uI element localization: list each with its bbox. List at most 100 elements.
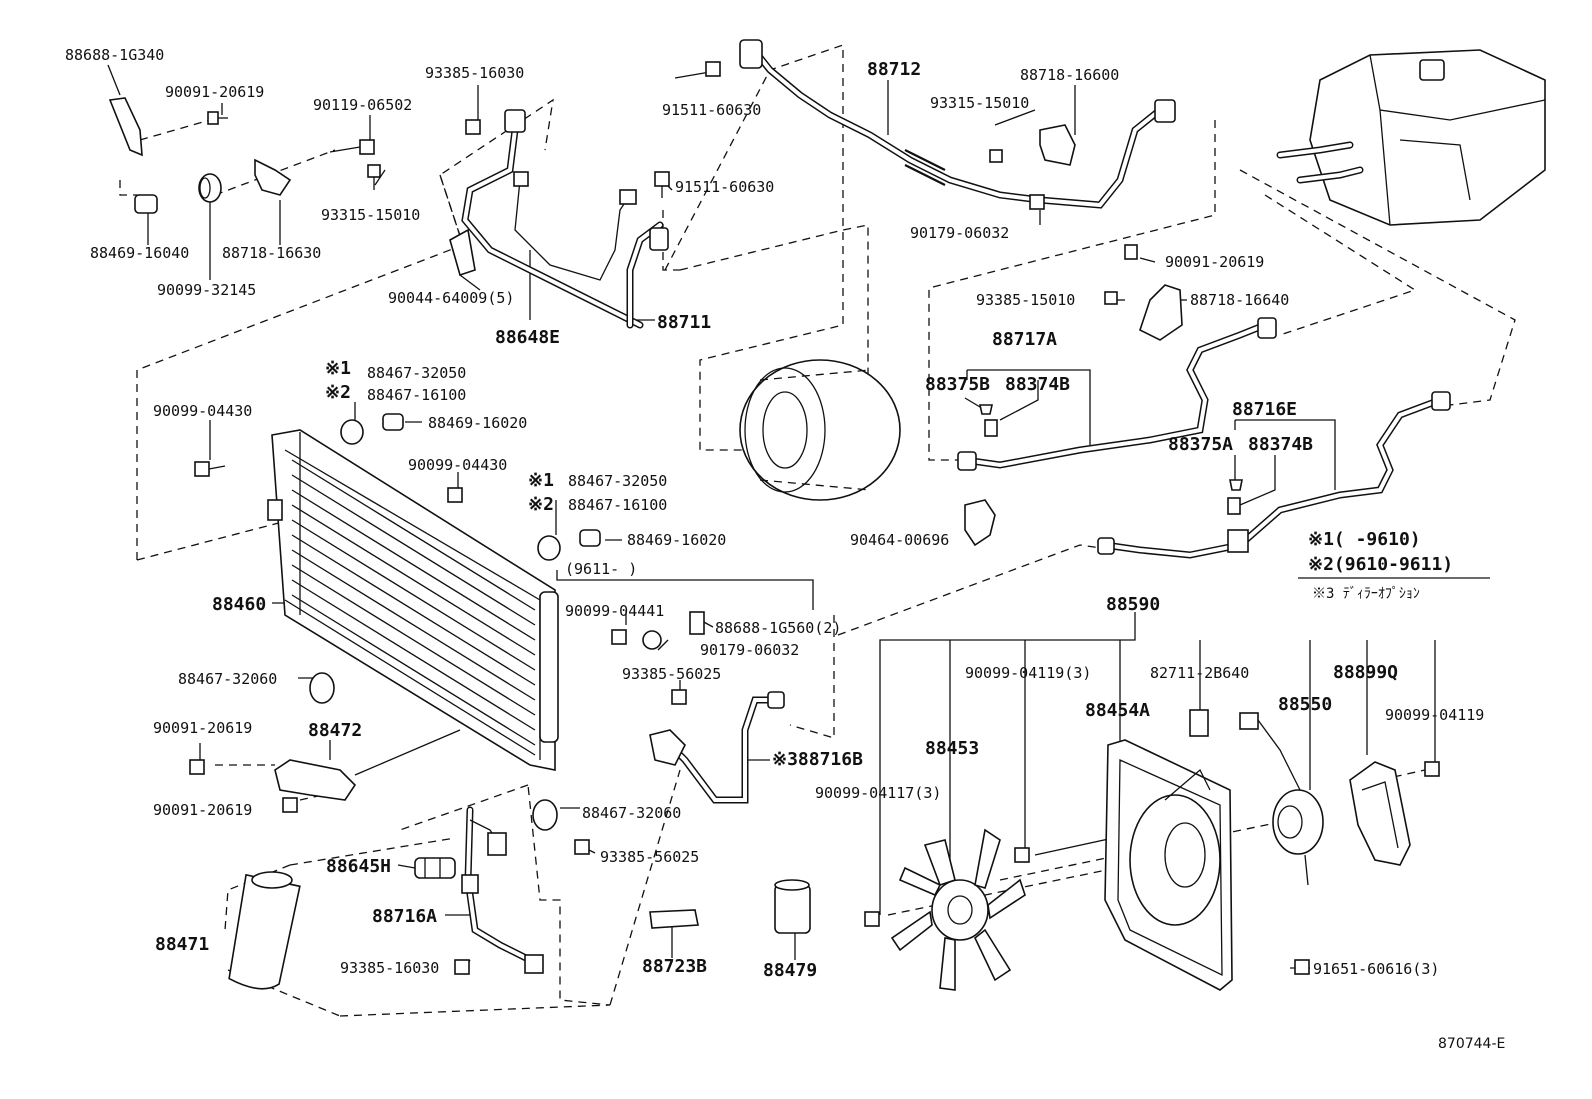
label-88467-32050: 88467-32050	[367, 364, 466, 382]
label-88375A: 88375A	[1168, 434, 1233, 455]
label-88467-32060: 88467-32060	[582, 804, 681, 822]
bracket-88472	[189, 759, 357, 813]
label-88472: 88472	[308, 720, 362, 741]
label-88899Q: 88899Q	[1333, 662, 1398, 683]
label-93385-16030: 93385-16030	[340, 959, 439, 977]
label-90179-06032: 90179-06032	[910, 224, 1009, 242]
label-90044-64009: 90044-64009(5)	[388, 289, 514, 307]
fan-88453	[864, 828, 1030, 991]
cushions-condenser-icon	[309, 413, 601, 831]
part-labels: 88688-1G340 90091-20619 90119-06502 9331…	[65, 46, 1505, 1052]
bolt-93315-icon	[367, 164, 381, 190]
label-88469-16040: 88469-16040	[90, 244, 189, 262]
label-88374B: 88374B	[1248, 434, 1313, 455]
pipe-88716B	[611, 611, 785, 804]
clamp-90464-icon	[964, 499, 996, 547]
label-90099-04441: 90099-04441	[565, 602, 664, 620]
clamp-88718-16600-icon	[989, 124, 1076, 210]
compressor	[739, 359, 901, 501]
label-90179-06032: 90179-06032	[700, 641, 799, 659]
mark-2: ※2	[528, 494, 554, 515]
connector-82711-icon	[1189, 709, 1259, 737]
label-91511-60630: 91511-60630	[662, 101, 761, 119]
label-93385-56025: 93385-56025	[600, 848, 699, 866]
fan-shroud-88454A	[1104, 739, 1310, 991]
label-91511-60630: 91511-60630	[675, 178, 774, 196]
bolt-91511-icon	[654, 61, 721, 198]
bolts-condenser-icon	[194, 461, 463, 503]
label-sheet-88723B	[649, 909, 699, 929]
label-90099-04119: 90099-04119	[1385, 706, 1484, 724]
label-88716E: 88716E	[1232, 399, 1297, 420]
label-90091-20619: 90091-20619	[153, 801, 252, 819]
desiccant-88479	[774, 879, 811, 934]
label-88467-32060: 88467-32060	[178, 670, 277, 688]
label-88723B: 88723B	[642, 956, 707, 977]
label-88479: 88479	[763, 960, 817, 981]
label-88469-16020: 88469-16020	[428, 414, 527, 432]
label-93385-56025: 93385-56025	[622, 665, 721, 683]
label-88454A: 88454A	[1085, 700, 1150, 721]
label-93315-15010: 93315-15010	[321, 206, 420, 224]
pipe-88716E	[1097, 391, 1451, 559]
label-date-range: (9611- )	[565, 560, 637, 578]
pipe-88716A	[454, 806, 544, 975]
label-88718-16600: 88718-16600	[1020, 66, 1119, 84]
legend-note-2: ※2(9610-9611)	[1308, 554, 1453, 575]
shroud-88899Q	[1349, 761, 1440, 866]
label-88648E: 88648E	[495, 327, 560, 348]
label-88712: 88712	[867, 59, 921, 80]
label-93385-16030: 93385-16030	[425, 64, 524, 82]
label-88717A: 88717A	[992, 329, 1057, 350]
clamp-88718-16630-icon	[254, 158, 292, 196]
label-90091-20619: 90091-20619	[153, 719, 252, 737]
assembly-boundaries	[136, 44, 1516, 1017]
label-88718-16630: 88718-16630	[222, 244, 321, 262]
condenser-88460	[267, 429, 559, 771]
cushion-90099-icon	[198, 173, 222, 203]
fan-motor-88550	[1257, 719, 1324, 886]
clamp-88718-16640-icon	[1104, 244, 1183, 341]
label-88590: 88590	[1106, 594, 1160, 615]
pipe-88717A	[957, 317, 1277, 471]
label-88550: 88550	[1278, 694, 1332, 715]
label-88716A: 88716A	[372, 906, 437, 927]
label-88688-1G340: 88688-1G340	[65, 46, 164, 64]
label-90464-00696: 90464-00696	[850, 531, 949, 549]
label-93315-15010: 93315-15010	[930, 94, 1029, 112]
label-90099-32145: 90099-32145	[157, 281, 256, 299]
label-88645H: 88645H	[326, 856, 391, 877]
label-88467-16100: 88467-16100	[568, 496, 667, 514]
label-90119-06502: 90119-06502	[313, 96, 412, 114]
evaporator-unit	[1276, 49, 1546, 226]
label-90099-04430: 90099-04430	[408, 456, 507, 474]
receiver-88471	[228, 871, 301, 990]
label-91651-60616: 91651-60616(3)	[1313, 960, 1439, 978]
mark-2: ※2	[325, 382, 351, 403]
label-90099-04119: 90099-04119(3)	[965, 664, 1091, 682]
label-88718-16640: 88718-16640	[1190, 291, 1289, 309]
legend-note-3: ※3 ﾃﾞｨﾗｰｵﾌﾟｼｮﾝ	[1312, 586, 1420, 602]
leader-lines	[107, 64, 1490, 969]
label-88471: 88471	[155, 934, 209, 955]
mark-1: ※1	[528, 470, 554, 491]
bushing-88469-icon	[134, 194, 158, 214]
bolt-90119-icon	[329, 139, 375, 155]
bolt-93385-16030-icon	[465, 119, 481, 135]
mark-1: ※1	[325, 358, 351, 379]
label-88374B: 88374B	[1005, 374, 1070, 395]
label-82711-2B640: 82711-2B640	[1150, 664, 1249, 682]
label-90099-04430: 90099-04430	[153, 402, 252, 420]
legend-note-1: ※1( -9610)	[1308, 529, 1421, 550]
label-90091-20619: 90091-20619	[165, 83, 264, 101]
label-90099-04117: 90099-04117(3)	[815, 784, 941, 802]
bolt-icon	[207, 111, 228, 125]
hose-88711	[449, 109, 669, 329]
label-88469-16020: 88469-16020	[627, 531, 726, 549]
label-88460: 88460	[212, 594, 266, 615]
label-88453: 88453	[925, 738, 979, 759]
label-88467-16100: 88467-16100	[367, 386, 466, 404]
label-90091-20619: 90091-20619	[1165, 253, 1264, 271]
label-93385-15010: 93385-15010	[976, 291, 1075, 309]
